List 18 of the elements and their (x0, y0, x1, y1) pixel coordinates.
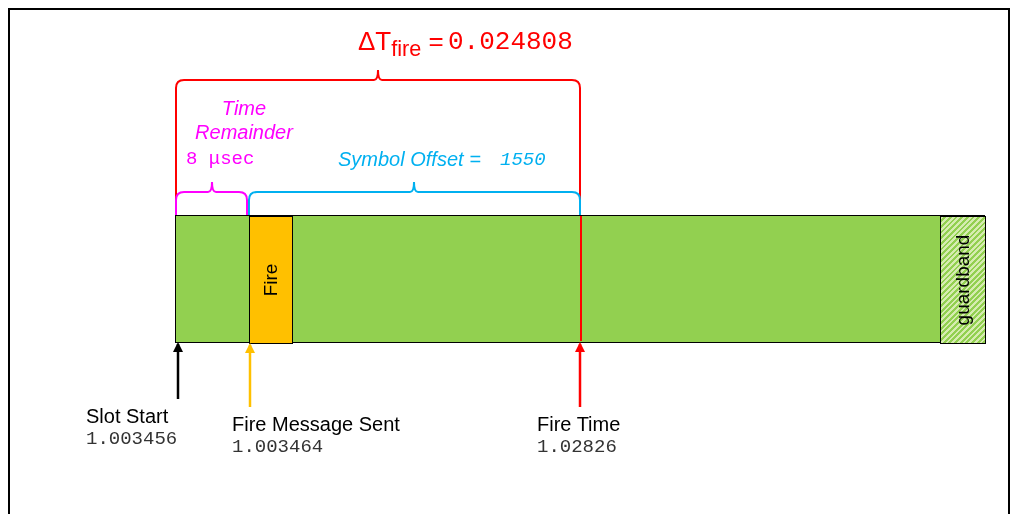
arrow (575, 342, 585, 407)
time-slot-bar (175, 215, 985, 343)
time-remainder-label: Time Remainder (194, 96, 295, 144)
arrow (173, 342, 183, 399)
timestamp: 1.02826 (537, 436, 617, 458)
event-label: Fire Time (537, 413, 621, 436)
fire-block: Fire (249, 216, 293, 344)
symbol-offset-label: Symbol Offset = (338, 148, 481, 171)
symbol-offset-value: 1550 (500, 149, 546, 171)
event-label: Fire Message Sent (232, 413, 400, 436)
delta-t-label: ΔT$_{fire}$ = (358, 26, 444, 63)
timestamp: 1.003464 (232, 436, 324, 458)
time-remainder-value: 8 μsec (186, 148, 255, 170)
delta-t-value: 0.024808 (448, 27, 573, 57)
guardband-block: guardband (940, 216, 986, 344)
arrow (245, 343, 255, 407)
event-label: Slot Start (86, 405, 169, 428)
timestamp: 1.003456 (86, 428, 178, 450)
